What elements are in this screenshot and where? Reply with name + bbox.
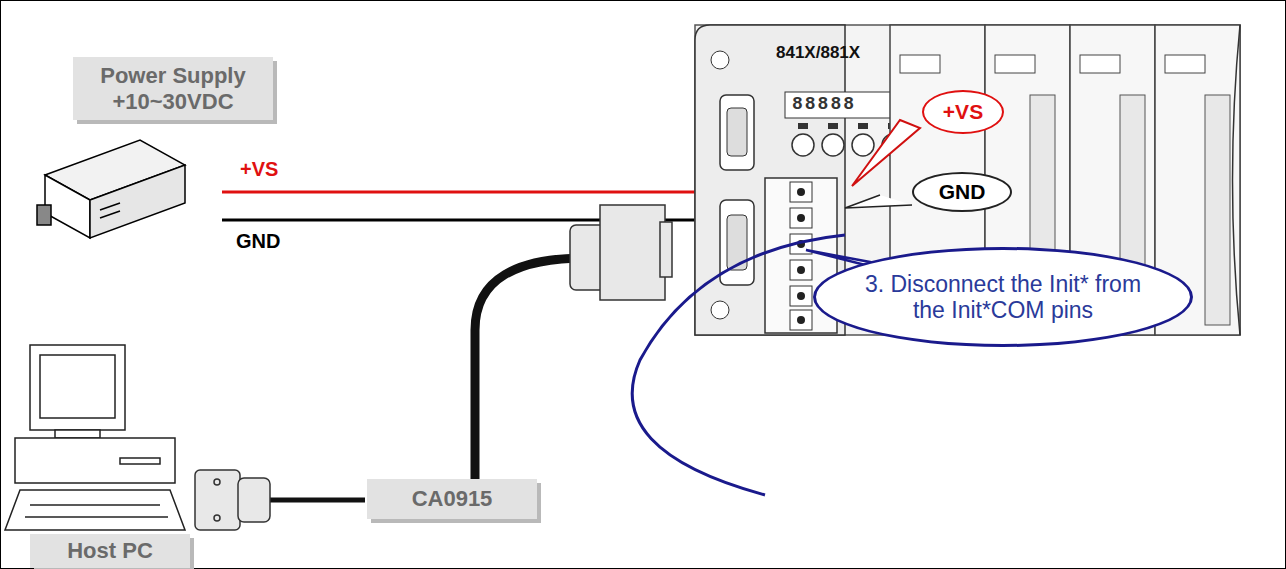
terminal-callout: +VS: [922, 90, 1004, 134]
wire-label: +VS: [240, 158, 278, 181]
seven-segment-display: 88888: [792, 94, 856, 115]
device-label-box: Host PC: [30, 534, 190, 568]
terminal-callout: GND: [912, 172, 1012, 212]
cable-label-box: CA0915: [367, 479, 537, 519]
wire-label: GND: [236, 230, 280, 253]
model-name: 841X/881X: [776, 43, 860, 63]
device-label-box: Power Supply +10~30VDC: [73, 57, 273, 120]
node-text: Host PC: [67, 538, 153, 563]
node-text: GND: [939, 180, 986, 204]
node-text: 3. Disconnect the Init* from the Init*CO…: [853, 271, 1153, 324]
node-text: +VS: [943, 100, 983, 124]
node-text: Power Supply +10~30VDC: [83, 63, 263, 114]
node-text: CA0915: [412, 486, 493, 511]
instruction-callout: 3. Disconnect the Init* from the Init*CO…: [813, 247, 1193, 347]
